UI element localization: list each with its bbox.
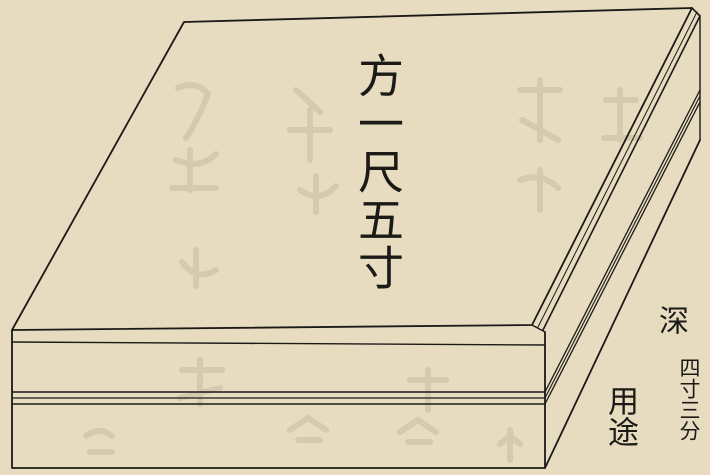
depth-detail-label: 四寸三分: [677, 357, 701, 441]
box-side-face: [544, 139, 701, 469]
box-front-face: [11, 329, 546, 469]
depth-label: 深: [653, 305, 688, 335]
dimension-label: 方一尺五寸: [351, 52, 405, 292]
use-label: 用途: [602, 385, 638, 447]
box-lid-seam: [11, 341, 546, 346]
box-lid-edge-right: [542, 7, 701, 331]
